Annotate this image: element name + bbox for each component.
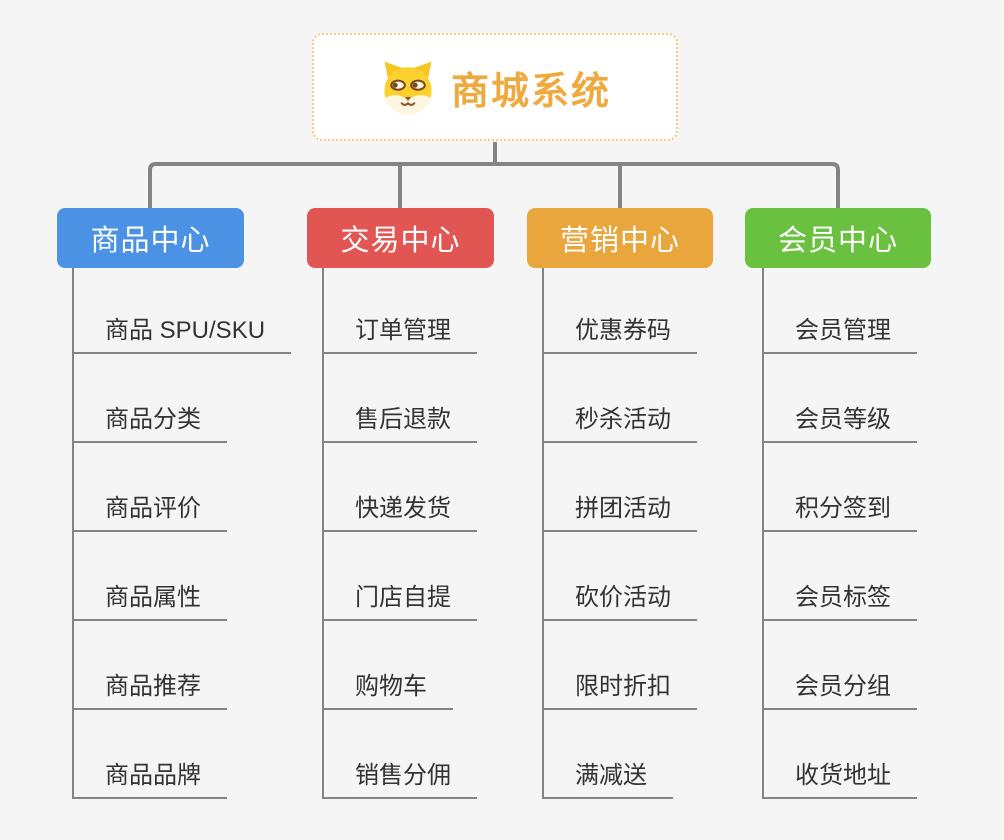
child-item-label: 满减送 <box>543 755 673 799</box>
child-item[interactable]: 门店自提 <box>323 532 477 621</box>
child-item-label: 商品属性 <box>73 577 227 621</box>
branch-label: 营销中心 <box>559 225 680 257</box>
child-item-label: 优惠券码 <box>543 310 697 354</box>
child-item-label: 会员标签 <box>763 577 917 621</box>
branch-node-trade-center[interactable]: 交易中心 <box>307 208 494 268</box>
child-item-label: 销售分佣 <box>323 755 477 799</box>
child-item[interactable]: 商品属性 <box>73 532 291 621</box>
child-item[interactable]: 商品 SPU/SKU <box>73 265 292 354</box>
child-item-label: 商品评价 <box>73 488 227 532</box>
child-item[interactable]: 积分签到 <box>763 443 917 532</box>
child-item-label: 商品分类 <box>73 399 227 443</box>
child-item[interactable]: 会员管理 <box>763 265 917 354</box>
child-item-label: 秒杀活动 <box>543 399 697 443</box>
child-item-label: 会员分组 <box>763 666 917 710</box>
branch-label: 会员中心 <box>777 225 898 257</box>
child-item[interactable]: 销售分佣 <box>323 710 477 799</box>
child-item-label: 商品推荐 <box>73 666 227 710</box>
branch-children-product-center: 商品 SPU/SKU 商品分类商品评价商品属性商品推荐商品品牌 <box>73 265 292 799</box>
child-item-label: 售后退款 <box>323 399 477 443</box>
child-item[interactable]: 商品品牌 <box>73 710 291 799</box>
branch-node-product-center[interactable]: 商品中心 <box>57 208 244 268</box>
child-item[interactable]: 收货地址 <box>763 710 917 799</box>
child-item[interactable]: 快递发货 <box>323 443 477 532</box>
dog-face-icon <box>384 61 432 115</box>
child-item[interactable]: 会员分组 <box>763 621 917 710</box>
child-item[interactable]: 优惠券码 <box>543 265 697 354</box>
child-item-label: 商品 SPU/SKU <box>73 310 292 354</box>
child-item[interactable]: 购物车 <box>323 621 477 710</box>
root-node[interactable]: 商城系统 <box>312 33 678 141</box>
child-item-label: 限时折扣 <box>543 666 697 710</box>
root-title: 商城系统 <box>450 70 611 113</box>
child-item-label: 拼团活动 <box>543 488 697 532</box>
child-item-label: 订单管理 <box>323 310 477 354</box>
child-item-label: 商品品牌 <box>73 755 227 799</box>
branch-children-marketing-center: 优惠券码秒杀活动拼团活动砍价活动限时折扣满减送 <box>543 265 697 799</box>
branch-label: 交易中心 <box>340 225 461 257</box>
branch-label: 商品中心 <box>90 225 211 257</box>
child-item[interactable]: 订单管理 <box>323 265 477 354</box>
child-item[interactable]: 商品分类 <box>73 354 291 443</box>
child-item[interactable]: 砍价活动 <box>543 532 697 621</box>
child-item-label: 积分签到 <box>763 488 917 532</box>
branch-node-member-center[interactable]: 会员中心 <box>745 208 931 268</box>
branch-children-member-center: 会员管理会员等级积分签到会员标签会员分组收货地址 <box>763 265 917 799</box>
child-item[interactable]: 满减送 <box>543 710 697 799</box>
child-item-label: 会员等级 <box>763 399 917 443</box>
child-item-label: 砍价活动 <box>543 577 697 621</box>
child-item[interactable]: 会员等级 <box>763 354 917 443</box>
child-item[interactable]: 会员标签 <box>763 532 917 621</box>
child-item[interactable]: 秒杀活动 <box>543 354 697 443</box>
child-item[interactable]: 限时折扣 <box>543 621 697 710</box>
child-item[interactable]: 售后退款 <box>323 354 477 443</box>
child-item-label: 快递发货 <box>323 488 477 532</box>
child-item[interactable]: 拼团活动 <box>543 443 697 532</box>
child-item-label: 购物车 <box>323 666 453 710</box>
child-item[interactable]: 商品评价 <box>73 443 291 532</box>
child-item-label: 会员管理 <box>763 310 917 354</box>
child-item-label: 门店自提 <box>323 577 477 621</box>
child-item-label: 收货地址 <box>763 755 917 799</box>
branch-node-marketing-center[interactable]: 营销中心 <box>527 208 713 268</box>
branch-children-trade-center: 订单管理售后退款快递发货门店自提购物车销售分佣 <box>323 265 477 799</box>
child-item[interactable]: 商品推荐 <box>73 621 291 710</box>
